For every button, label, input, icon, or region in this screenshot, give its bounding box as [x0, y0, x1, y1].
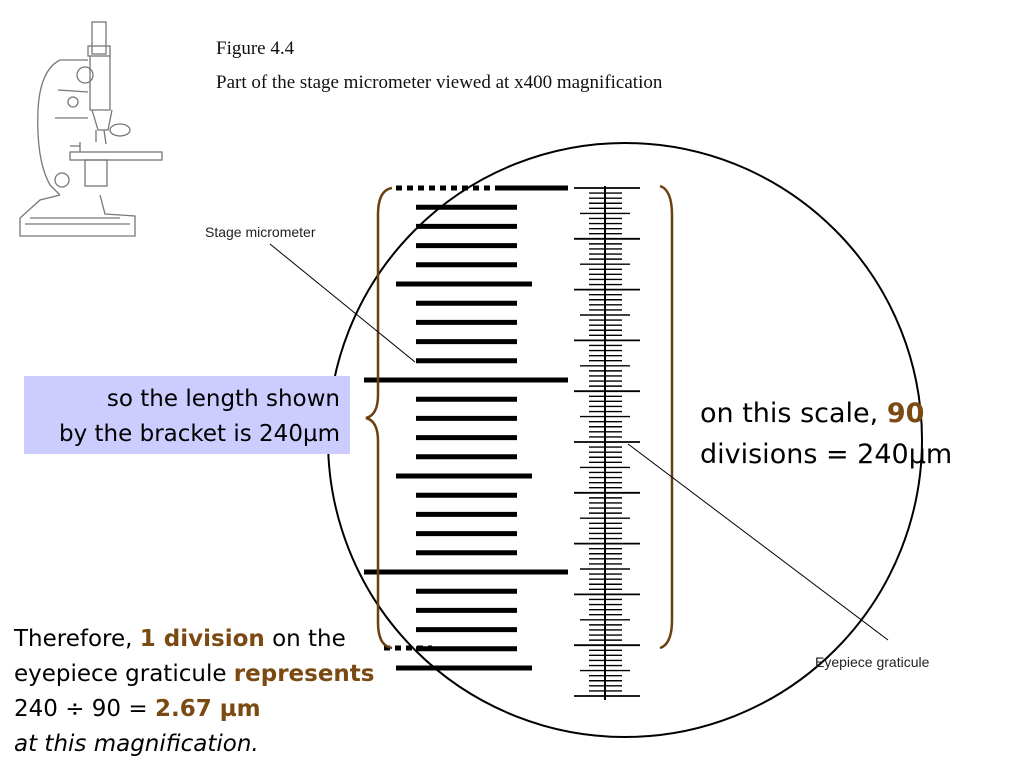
callout-left-line1: so the length shown — [106, 386, 340, 412]
bracket-length-callout: so the length shown by the bracket is 24… — [24, 376, 350, 454]
right-bracket — [659, 184, 674, 650]
eyepiece-graticule-label: Eyepiece graticule — [815, 654, 930, 670]
conclusion-equation: 240 ÷ 90 = — [14, 696, 148, 722]
conclusion-line1: Therefore, 1 division on the — [14, 622, 375, 657]
stage-micrometer-leader — [269, 243, 416, 363]
figure-number: Figure 4.4 — [216, 38, 295, 59]
figure-caption: Part of the stage micrometer viewed at x… — [216, 72, 663, 93]
eyepiece-graticule-leader — [627, 443, 889, 641]
microscope-icon — [19, 21, 163, 237]
callout-right-value: 90 — [886, 398, 925, 429]
callout-right-line2: divisions = 240µm — [700, 439, 953, 470]
conclusion-line2: eyepiece graticule represents — [14, 657, 375, 692]
conclusion-eyepiece: eyepiece graticule — [14, 661, 227, 687]
conclusion-line4: at this magnification. — [14, 731, 259, 757]
divisions-callout: on this scale, 90 divisions = 240µm — [700, 393, 952, 475]
conclusion-on-the: on the — [272, 626, 346, 652]
callout-left-line2: by the bracket is 240µm — [59, 421, 340, 447]
conclusion-result: 2.67 µm — [154, 696, 261, 722]
left-bracket — [365, 186, 393, 650]
stage-micrometer-label: Stage micrometer — [205, 224, 316, 240]
callout-right-line1: on this scale, 90 — [700, 393, 952, 434]
conclusion-one-division: 1 division — [139, 626, 265, 652]
stage-micrometer-scale — [364, 185, 568, 671]
conclusion-line3: 240 ÷ 90 = 2.67 µm — [14, 692, 375, 727]
conclusion-text: Therefore, 1 division on the eyepiece gr… — [14, 622, 375, 762]
conclusion-therefore: Therefore, — [14, 626, 133, 652]
callout-right-prefix: on this scale, — [700, 398, 879, 429]
conclusion-represents: represents — [233, 661, 375, 687]
eyepiece-graticule-scale — [574, 186, 640, 700]
